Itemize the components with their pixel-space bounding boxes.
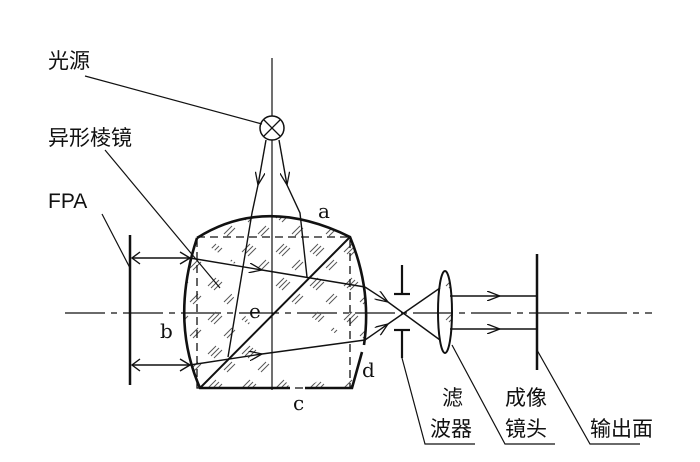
label-fpa: FPA	[48, 190, 87, 213]
label-special-prism: 异形棱镜	[48, 126, 132, 150]
prism-diagonal-surface	[199, 236, 351, 389]
imaging-rays	[130, 251, 537, 372]
leader-lines	[84, 75, 640, 445]
point-label-c: c	[293, 391, 304, 415]
label-filter-1: 滤	[442, 386, 463, 410]
label-imaging-lens-1: 成像	[505, 386, 547, 410]
light-source-icon	[259, 115, 285, 141]
point-label-b: b	[160, 319, 173, 343]
label-output-plane: 输出面	[590, 417, 653, 441]
filter-aperture	[394, 265, 410, 358]
point-label-a: a	[318, 199, 330, 223]
point-label-d: d	[362, 358, 375, 382]
label-imaging-lens-2: 镜头	[505, 417, 547, 441]
label-light-source: 光源	[48, 49, 90, 73]
point-label-e: e	[249, 299, 261, 323]
illumination-rays	[227, 139, 308, 358]
label-filter-2: 波器	[430, 417, 472, 441]
imaging-lens	[437, 270, 453, 354]
